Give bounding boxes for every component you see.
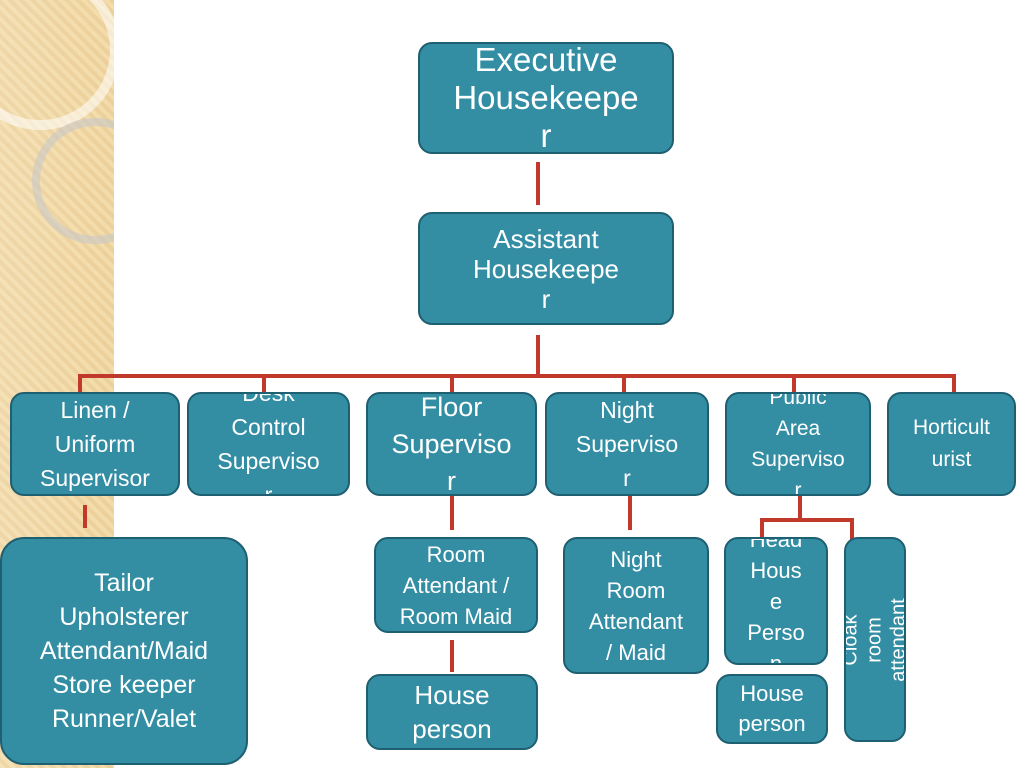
- night-supervisor-label: Night Superviso r: [575, 397, 679, 491]
- public-area-supervisor-label: Public Area Superviso r: [751, 392, 845, 496]
- cloak-room-attendant-label: Cloak room attendant: [844, 597, 906, 682]
- floor-supervisor-box: Floor Superviso r: [366, 392, 537, 496]
- night-room-attendant-label: Night Room Attendant / Maid: [588, 546, 684, 665]
- head-house-person-box: Head Hous e Perso n: [724, 537, 828, 665]
- linen-uniform-supervisor-box: Linen / Uniform Supervisor: [10, 392, 180, 496]
- room-attendant-box: Room Attendant / Room Maid: [374, 537, 538, 633]
- horticulturist-label: Horticult urist: [912, 416, 991, 471]
- room-attendant-label: Room Attendant / Room Maid: [399, 541, 513, 629]
- decorative-ring-top: [0, 0, 114, 130]
- executive-housekeeper-box: Executive Housekeepe r: [418, 42, 674, 154]
- executive-housekeeper-label: Executive Housekeepe r: [453, 42, 639, 154]
- horticulturist-box: Horticult urist: [887, 392, 1016, 496]
- tailor-staff-box: Tailor Upholsterer Attendant/Maid Store …: [0, 537, 248, 765]
- cloak-room-attendant-box: Cloak room attendant: [844, 537, 906, 742]
- floor-supervisor-label: Floor Superviso r: [391, 392, 512, 496]
- night-room-attendant-box: Night Room Attendant / Maid: [563, 537, 709, 674]
- head-house-person-label: Head Hous e Perso n: [747, 537, 805, 665]
- desk-control-supervisor-box: Desk Control Superviso r: [187, 392, 350, 496]
- public-area-supervisor-box: Public Area Superviso r: [725, 392, 871, 496]
- house-person-floor-box: House person: [366, 674, 538, 750]
- assistant-housekeeper-label: Assistant Housekeepe r: [473, 223, 619, 314]
- desk-control-supervisor-label: Desk Control Superviso r: [217, 392, 320, 496]
- night-supervisor-box: Night Superviso r: [545, 392, 709, 496]
- house-person-floor-label: House person: [412, 680, 492, 744]
- assistant-housekeeper-box: Assistant Housekeepe r: [418, 212, 674, 325]
- house-person-public-box: House person: [716, 674, 828, 744]
- tailor-staff-label: Tailor Upholsterer Attendant/Maid Store …: [39, 569, 209, 733]
- house-person-public-label: House person: [738, 681, 806, 736]
- decorative-ring-middle: [32, 118, 114, 244]
- linen-uniform-supervisor-label: Linen / Uniform Supervisor: [40, 397, 150, 491]
